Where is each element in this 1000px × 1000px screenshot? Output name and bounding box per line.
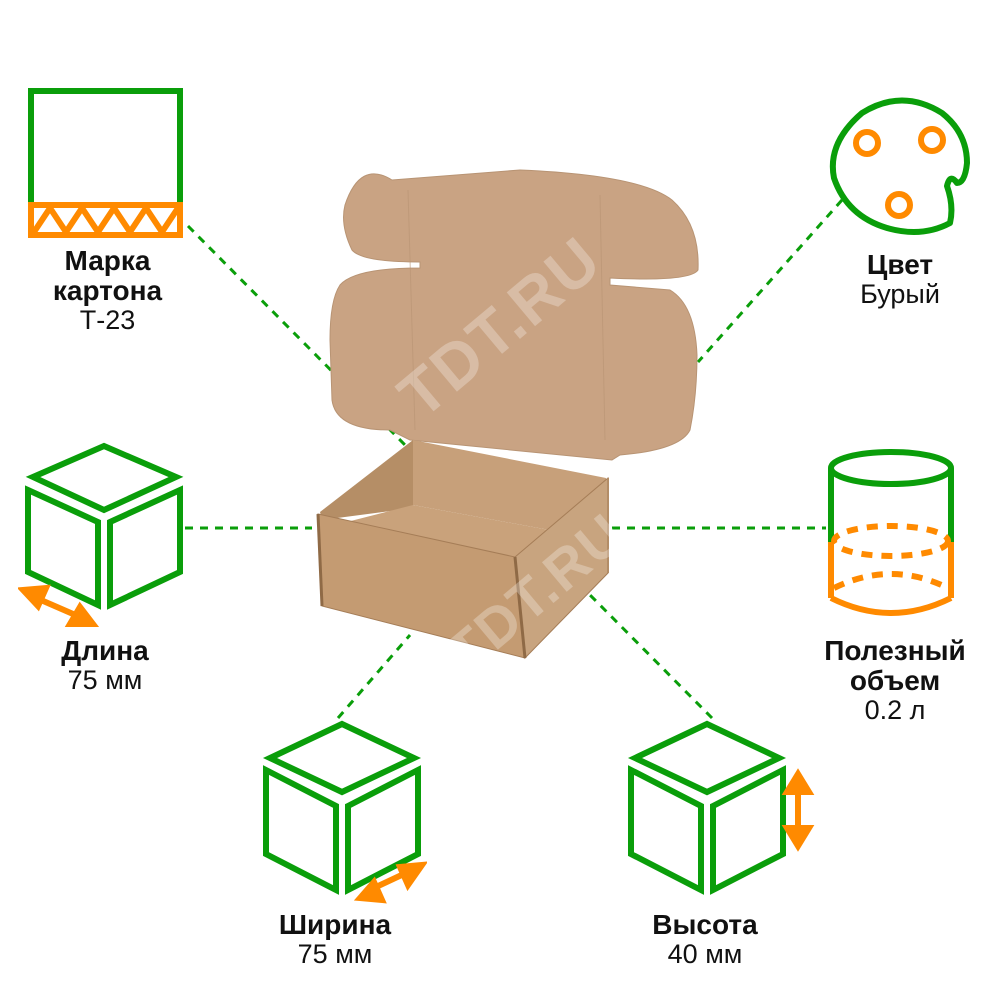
spec-color: Цвет Бурый <box>815 249 985 310</box>
connector-width <box>336 634 412 719</box>
connector-color <box>696 199 844 363</box>
spec-height-value: 40 мм <box>667 939 743 970</box>
spec-width-title: Ширина <box>278 909 392 940</box>
spec-color-title: Цвет <box>866 249 934 280</box>
spec-length: Длина 75 мм <box>15 635 195 696</box>
spec-volume-title-2: объем <box>849 665 941 697</box>
cylinder-volume-icon <box>828 449 954 616</box>
spec-width-value: 75 мм <box>297 939 373 970</box>
box-inner-back <box>413 440 606 540</box>
spec-color-value: Бурый <box>860 279 940 310</box>
box-lid <box>329 169 699 461</box>
spec-grade-title-1: Марка <box>64 245 151 276</box>
cube-length-icon <box>18 442 184 627</box>
spec-volume: Полезный объем 0.2 л <box>800 635 990 726</box>
corrugated-board-icon <box>28 88 183 238</box>
palette-icon <box>829 97 970 235</box>
cube-height-icon <box>627 720 815 895</box>
spec-volume-title-1: Полезный <box>824 635 966 666</box>
cube-width-icon <box>262 720 427 904</box>
spec-grade-value: Т-23 <box>79 305 136 336</box>
spec-height: Высота 40 мм <box>620 909 790 970</box>
spec-length-value: 75 мм <box>67 665 143 696</box>
spec-grade-title-2: картона <box>52 275 163 307</box>
box-inner-left <box>320 440 413 520</box>
spec-grade: Марка картона Т-23 <box>20 245 195 336</box>
spec-width: Ширина 75 мм <box>250 909 420 970</box>
spec-volume-value: 0.2 л <box>864 695 926 726</box>
spec-height-title: Высота <box>652 909 758 940</box>
spec-length-title: Длина <box>61 635 149 666</box>
